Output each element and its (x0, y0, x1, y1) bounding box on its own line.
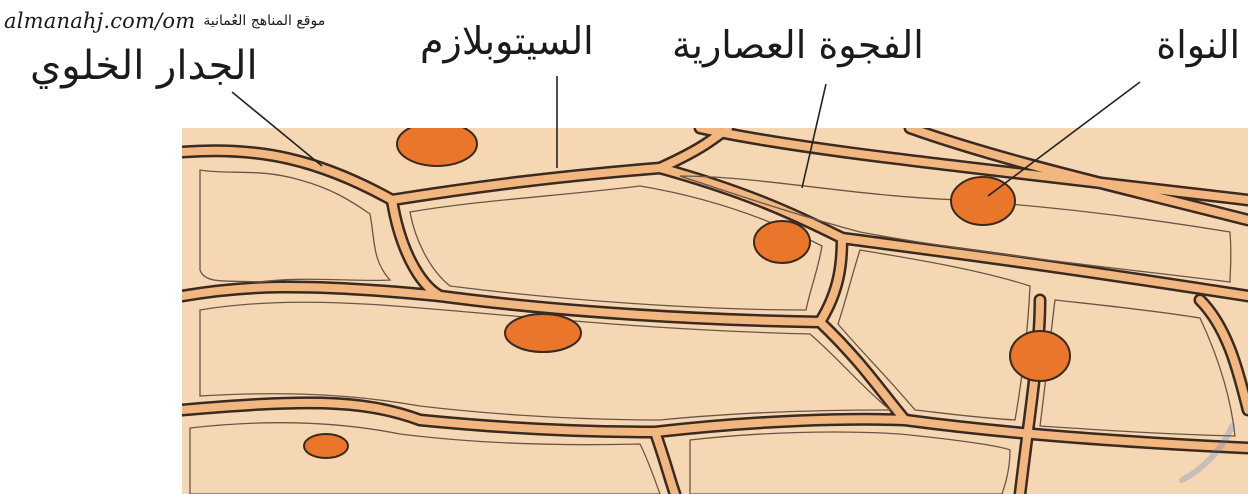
watermark-url: almanahj.com/om (4, 9, 195, 33)
label-nucleus: النواة (1156, 26, 1240, 64)
nucleus (505, 314, 581, 352)
nucleus (397, 122, 477, 166)
label-cytoplasm: السيتوبلازم (420, 22, 594, 60)
nucleus (951, 177, 1015, 225)
corner-watermark-mark (1172, 420, 1242, 490)
watermark: almanahj.com/om موقع المناهج العُمانية (4, 6, 325, 36)
watermark-site-name: موقع المناهج العُمانية (203, 13, 325, 29)
nucleus (304, 434, 348, 458)
nucleus (754, 221, 810, 263)
label-vacuole: الفجوة العصارية (672, 26, 924, 64)
label-cell-wall: الجدار الخلوي (30, 46, 258, 86)
nucleus (1010, 331, 1070, 381)
